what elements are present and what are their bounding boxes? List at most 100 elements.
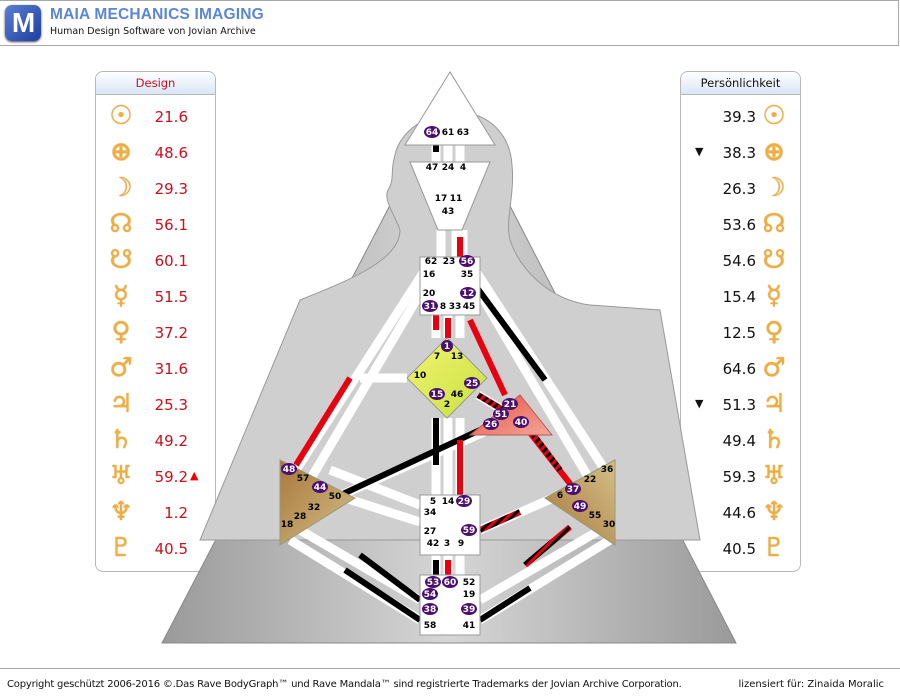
gate-number: 36 (601, 465, 614, 475)
gate-badge (312, 481, 328, 493)
gate-badge (513, 416, 529, 428)
gate-29[interactable]: 29 (456, 495, 472, 507)
gate-26[interactable]: 26 (483, 418, 499, 430)
gate-21[interactable]: 21 (502, 398, 518, 410)
gate-36[interactable]: 36 (601, 465, 614, 475)
gate-23[interactable]: 23 (443, 257, 456, 267)
gate-59[interactable]: 59 (461, 524, 477, 536)
gate-62[interactable]: 62 (425, 257, 438, 267)
gate-number: 32 (308, 503, 321, 513)
gate-18[interactable]: 18 (281, 520, 294, 530)
gate-6[interactable]: 6 (557, 491, 563, 501)
gate-badge (441, 340, 453, 352)
gate-badge (281, 463, 297, 475)
gate-19[interactable]: 19 (463, 590, 476, 600)
head-center (404, 71, 496, 146)
gate-number: 1 (444, 342, 450, 352)
gate-13[interactable]: 13 (451, 352, 464, 362)
gate-16[interactable]: 16 (423, 270, 436, 280)
gate-number: 51 (495, 410, 508, 420)
gate-41[interactable]: 41 (463, 621, 476, 631)
gate-54[interactable]: 54 (422, 588, 438, 600)
gate-22[interactable]: 22 (584, 475, 597, 485)
gate-48[interactable]: 48 (281, 463, 297, 475)
planet-value: 1.2 (164, 504, 188, 522)
gate-35[interactable]: 35 (461, 270, 474, 280)
gate-badge (456, 495, 472, 507)
gate-31[interactable]: 31 (422, 300, 438, 312)
gate-number: 9 (458, 539, 464, 549)
gate-number: 22 (584, 475, 597, 485)
gate-40[interactable]: 40 (513, 416, 529, 428)
gate-63[interactable]: 63 (457, 128, 470, 138)
gate-44[interactable]: 44 (312, 481, 328, 493)
gate-number: 7 (434, 352, 440, 362)
gate-49[interactable]: 49 (572, 500, 588, 512)
gate-number: 11 (450, 194, 463, 204)
gate-number: 23 (443, 257, 456, 267)
gate-25[interactable]: 25 (464, 377, 480, 389)
gate-9[interactable]: 9 (458, 539, 464, 549)
gate-7[interactable]: 7 (434, 352, 440, 362)
gate-60[interactable]: 60 (442, 576, 458, 588)
gate-56[interactable]: 56 (459, 255, 475, 267)
gate-12[interactable]: 12 (460, 287, 476, 299)
gate-number: 29 (458, 497, 471, 507)
gate-58[interactable]: 58 (424, 621, 437, 631)
gate-42[interactable]: 42 (427, 539, 440, 549)
planet-row-uranus: ♅59.2▲ (96, 459, 215, 495)
detriment-triangle-icon: ▼ (695, 145, 704, 158)
gate-57[interactable]: 57 (297, 474, 310, 484)
gate-21-activation (467, 318, 508, 397)
gate-15[interactable]: 15 (429, 388, 445, 400)
planet-value: 51.3 (722, 396, 756, 414)
gate-2[interactable]: 2 (444, 400, 450, 410)
gate-33[interactable]: 33 (449, 302, 462, 312)
gate-4[interactable]: 4 (460, 163, 466, 173)
exalted-triangle-icon: ▲ (190, 469, 199, 482)
gate-64[interactable]: 64 (424, 126, 440, 138)
gate-37[interactable]: 37 (565, 483, 581, 495)
gate-45[interactable]: 45 (463, 302, 476, 312)
gate-number: 24 (442, 163, 455, 173)
saturn-icon: ♄ (109, 425, 133, 455)
gate-number: 47 (426, 163, 439, 173)
planet-row-saturn: ♄49.2 (96, 423, 215, 459)
gate-50[interactable]: 50 (329, 492, 342, 502)
gate-52[interactable]: 52 (463, 578, 476, 588)
gate-30[interactable]: 30 (603, 520, 616, 530)
uranus-icon: ♅ (109, 461, 133, 491)
gate-27[interactable]: 27 (424, 527, 437, 537)
gate-38[interactable]: 38 (422, 603, 438, 615)
gate-5[interactable]: 5 (430, 497, 436, 507)
gate-14[interactable]: 14 (442, 497, 455, 507)
planet-value: 39.3 (722, 108, 756, 126)
planet-value: 56.1 (154, 216, 188, 234)
gate-8[interactable]: 8 (440, 302, 446, 312)
gate-34[interactable]: 34 (424, 508, 437, 518)
gate-20[interactable]: 20 (423, 289, 436, 299)
gate-10[interactable]: 10 (414, 371, 427, 381)
gate-55[interactable]: 55 (589, 511, 602, 521)
gate-43[interactable]: 43 (442, 207, 455, 217)
gate-39[interactable]: 39 (461, 603, 477, 615)
gate-1[interactable]: 1 (441, 340, 453, 352)
gate-47[interactable]: 47 (426, 163, 439, 173)
gate-number: 43 (442, 207, 455, 217)
gate-61[interactable]: 61 (442, 128, 455, 138)
gate-11[interactable]: 11 (450, 194, 463, 204)
gate-number: 35 (461, 270, 474, 280)
gate-32[interactable]: 32 (308, 503, 321, 513)
gate-24[interactable]: 24 (442, 163, 455, 173)
pluto-icon: ♇ (109, 533, 133, 563)
gate-53[interactable]: 53 (425, 576, 441, 588)
gate-3[interactable]: 3 (444, 539, 450, 549)
gate-17[interactable]: 17 (435, 194, 448, 204)
gate-46[interactable]: 46 (451, 390, 464, 400)
gate-number: 14 (442, 497, 455, 507)
gate-28[interactable]: 28 (294, 512, 307, 522)
gate-number: 55 (589, 511, 602, 521)
planet-row-jupiter: ♃25.3 (96, 387, 215, 423)
saturn-icon: ♄ (762, 425, 786, 455)
gate-51[interactable]: 51 (493, 408, 509, 420)
